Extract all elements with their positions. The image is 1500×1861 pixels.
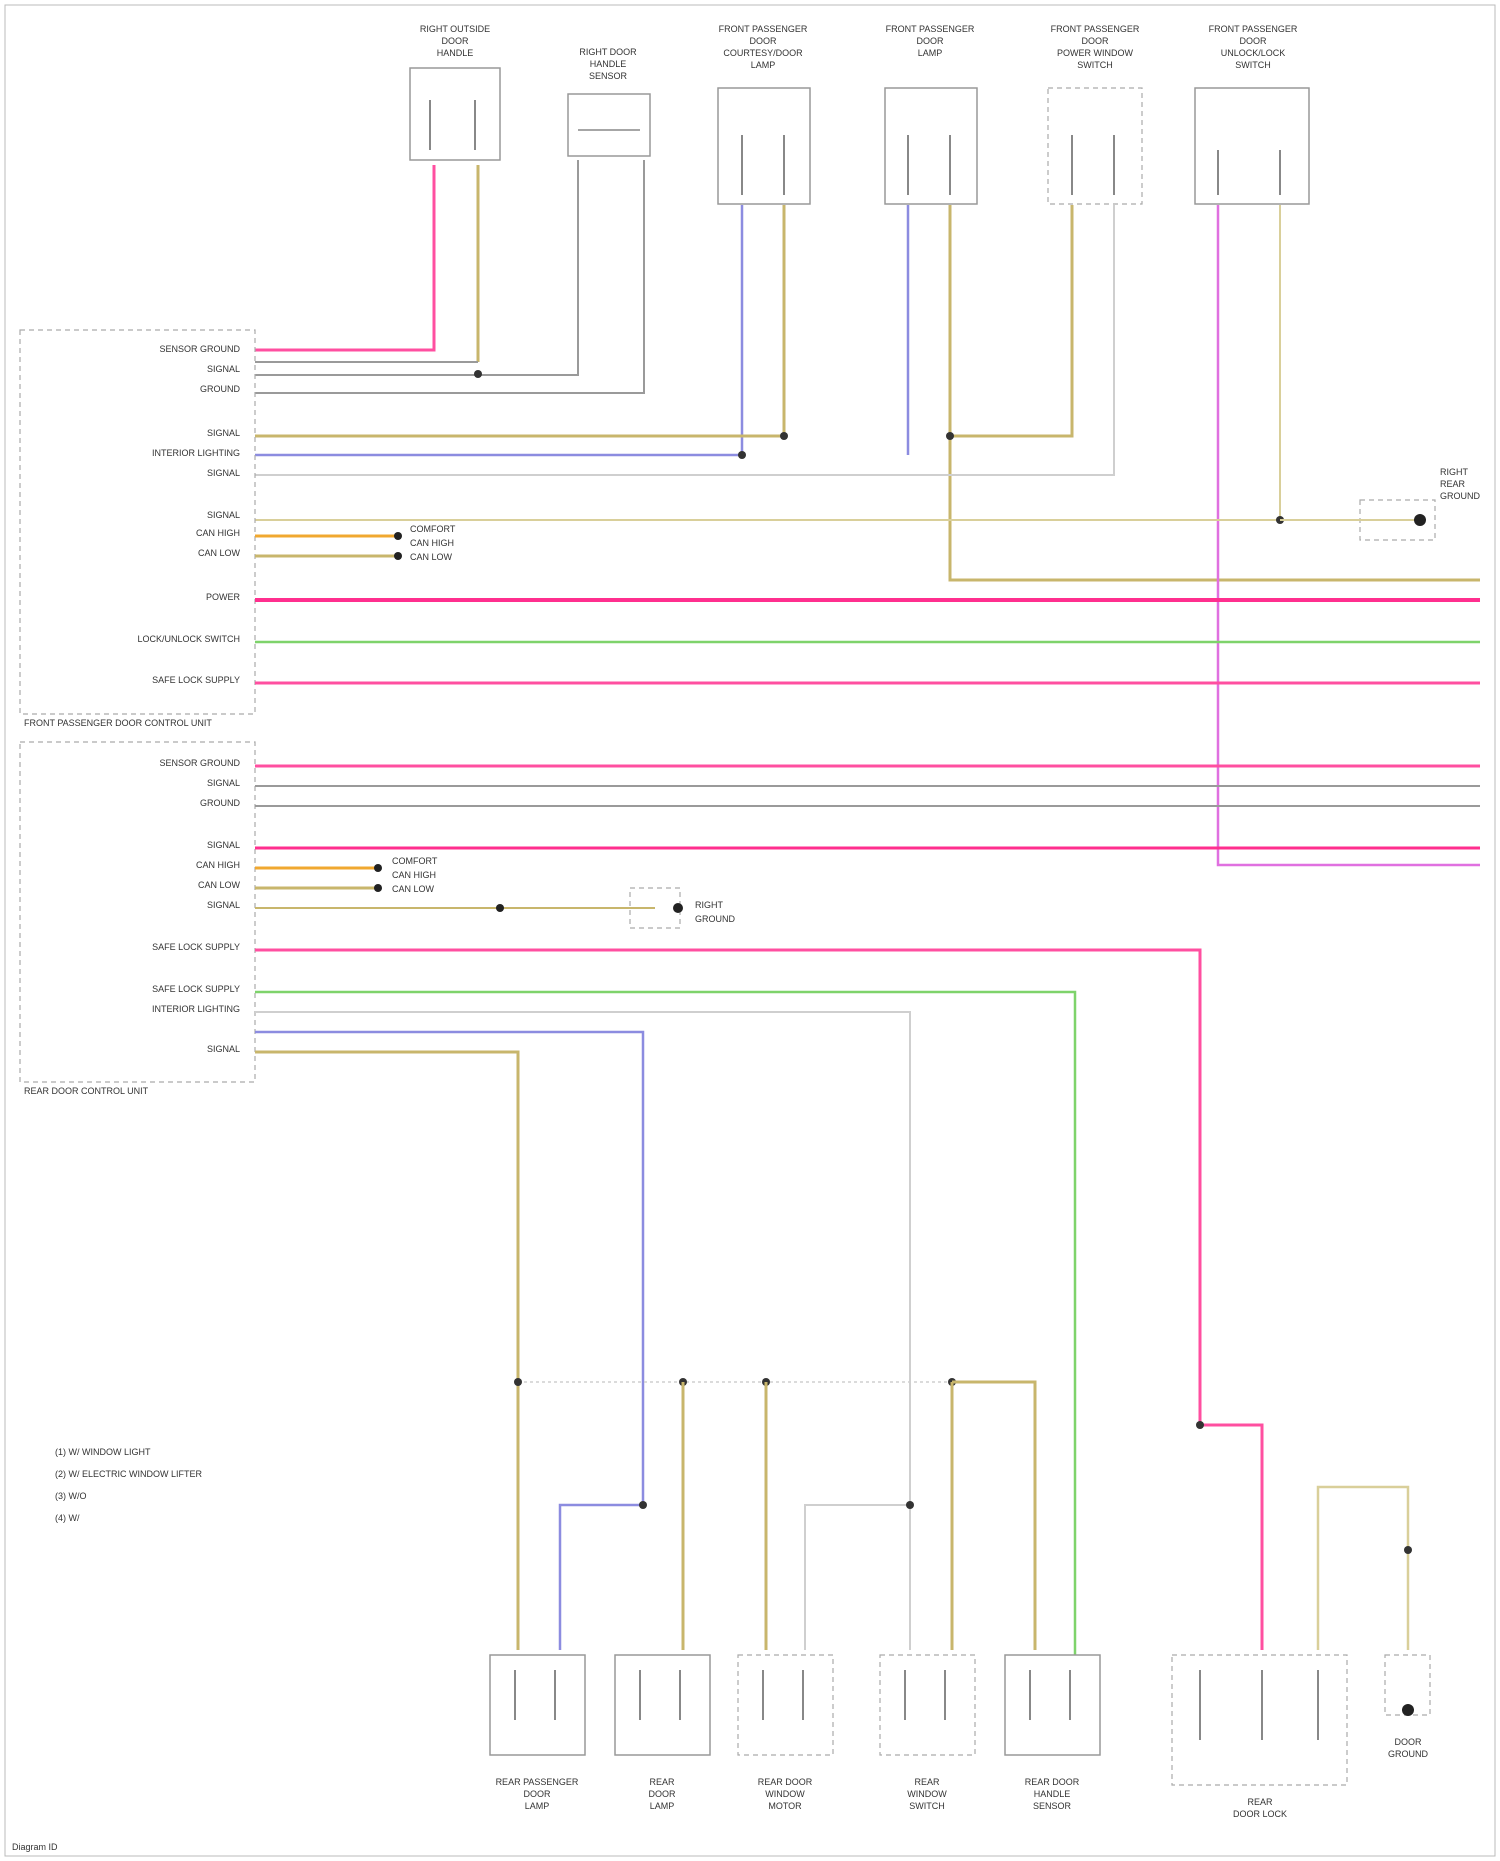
can-label-rear-1: COMFORT (392, 856, 438, 866)
front-pin-label-9: CAN LOW (198, 548, 241, 558)
top-component-3-name-2: DOOR (750, 36, 778, 46)
front-pin-label-12: SAFE LOCK SUPPLY (152, 675, 240, 685)
rear-pin-label-7: SIGNAL (207, 900, 240, 910)
can-label-front-3: CAN LOW (410, 552, 453, 562)
ground-label-2: REAR (1440, 479, 1466, 489)
top-component-5-name-4: SWITCH (1077, 60, 1113, 70)
bottom-component-2-name-2: DOOR (649, 1789, 677, 1799)
top-component-2-name-2: HANDLE (590, 59, 627, 69)
top-component-6-name: FRONT PASSENGER (1209, 24, 1298, 34)
can-label-rear-3: CAN LOW (392, 884, 435, 894)
legend-item-3: (3) W/O (55, 1491, 87, 1501)
top-component-1-name: RIGHT OUTSIDE (420, 24, 490, 34)
front-pin-label-3: GROUND (200, 384, 240, 394)
bottom-component-5-name: REAR DOOR (1025, 1777, 1080, 1787)
front-pin-label-10: POWER (206, 592, 241, 602)
front-pin-label-7: SIGNAL (207, 510, 240, 520)
bottom-component-3-name: REAR DOOR (758, 1777, 813, 1787)
top-component-2-name: RIGHT DOOR (579, 47, 637, 57)
rear-pin-label-6: CAN LOW (198, 880, 241, 890)
top-component-6-name-2: DOOR (1240, 36, 1268, 46)
bottom-component-2-name-3: LAMP (650, 1801, 675, 1811)
bottom-component-1-name-2: DOOR (524, 1789, 552, 1799)
rear-pin-label-3: GROUND (200, 798, 240, 808)
bottom-component-3: REAR DOOR WINDOW MOTOR (738, 1655, 833, 1811)
bottom-component-1: REAR PASSENGER DOOR LAMP (490, 1655, 585, 1811)
front-pin-label-5: INTERIOR LIGHTING (152, 448, 240, 458)
rear-pin-label-9: SAFE LOCK SUPPLY (152, 984, 240, 994)
can-label-front-1: COMFORT (410, 524, 456, 534)
ground-label-door-2: GROUND (695, 914, 735, 924)
bottom-component-6: REAR DOOR LOCK (1172, 1655, 1347, 1819)
ground-label-3: GROUND (1440, 491, 1480, 501)
bottom-component-5-name-2: HANDLE (1034, 1789, 1071, 1799)
legend-item-4: (4) W/ (55, 1513, 80, 1523)
legend-item-2: (2) W/ ELECTRIC WINDOW LIFTER (55, 1469, 202, 1479)
top-component-4-name-2: DOOR (917, 36, 945, 46)
top-component-3: FRONT PASSENGER DOOR COURTESY/DOOR LAMP (718, 24, 810, 204)
top-component-4-name-3: LAMP (918, 48, 943, 58)
bottom-component-4-name-2: WINDOW (907, 1789, 947, 1799)
top-component-5-name: FRONT PASSENGER (1051, 24, 1140, 34)
rear-pin-label-2: SIGNAL (207, 778, 240, 788)
can-label-front-2: CAN HIGH (410, 538, 454, 548)
front-door-control-unit: FRONT PASSENGER DOOR CONTROL UNIT SENSOR… (20, 330, 255, 728)
front-pin-label-8: CAN HIGH (196, 528, 240, 538)
top-component-1-name-3: HANDLE (437, 48, 474, 58)
legend-item-1: (1) W/ WINDOW LIGHT (55, 1447, 151, 1457)
top-component-3-name-4: LAMP (751, 60, 776, 70)
bottom-component-6-name: REAR (1247, 1797, 1273, 1807)
top-component-2-name-3: SENSOR (589, 71, 628, 81)
front-pin-label-2: SIGNAL (207, 364, 240, 374)
top-component-3-name-3: COURTESY/DOOR (723, 48, 803, 58)
top-component-1: RIGHT OUTSIDE DOOR HANDLE (410, 24, 500, 160)
top-component-6-name-4: SWITCH (1235, 60, 1271, 70)
top-component-3-name: FRONT PASSENGER (719, 24, 808, 34)
rear-pin-label-5: CAN HIGH (196, 860, 240, 870)
front-pin-label-1: SENSOR GROUND (159, 344, 240, 354)
front-pin-label-4: SIGNAL (207, 428, 240, 438)
bottom-component-1-name: REAR PASSENGER (496, 1777, 579, 1787)
bottom-component-3-name-2: WINDOW (765, 1789, 805, 1799)
top-component-5-name-2: DOOR (1082, 36, 1110, 46)
top-component-5: FRONT PASSENGER DOOR POWER WINDOW SWITCH (1048, 24, 1142, 204)
front-pin-label-11: LOCK/UNLOCK SWITCH (137, 634, 240, 644)
ground-label-1: RIGHT (1440, 467, 1469, 477)
bottom-component-2-name: REAR (649, 1777, 675, 1787)
rear-door-control-unit: REAR DOOR CONTROL UNIT SENSOR GROUND SIG… (20, 742, 255, 1096)
top-component-4: FRONT PASSENGER DOOR LAMP (885, 24, 977, 204)
rear-pin-label-1: SENSOR GROUND (159, 758, 240, 768)
top-component-6-name-3: UNLOCK/LOCK (1221, 48, 1286, 58)
rear-pin-label-8: SAFE LOCK SUPPLY (152, 942, 240, 952)
ground-label-door-1: RIGHT (695, 900, 724, 910)
bottom-component-5: REAR DOOR HANDLE SENSOR (1005, 1655, 1100, 1811)
front-pin-label-6: SIGNAL (207, 468, 240, 478)
bottom-component-4: REAR WINDOW SWITCH (880, 1655, 975, 1811)
legend: (1) W/ WINDOW LIGHT (2) W/ ELECTRIC WIND… (55, 1447, 202, 1523)
footer-diagram-id: Diagram ID (12, 1842, 58, 1852)
top-component-5-name-3: POWER WINDOW (1057, 48, 1133, 58)
bottom-component-4-name: REAR (914, 1777, 940, 1787)
rear-pin-label-4: SIGNAL (207, 840, 240, 850)
rear-pin-label-10: INTERIOR LIGHTING (152, 1004, 240, 1014)
bottom-component-5-name-3: SENSOR (1033, 1801, 1072, 1811)
top-component-2: RIGHT DOOR HANDLE SENSOR (568, 47, 650, 156)
bottom-component-7: DOOR GROUND (1385, 1655, 1430, 1759)
bottom-component-2: REAR DOOR LAMP (615, 1655, 710, 1811)
bottom-component-1-name-3: LAMP (525, 1801, 550, 1811)
bottom-component-3-name-3: MOTOR (768, 1801, 802, 1811)
top-component-1-name-2: DOOR (442, 36, 470, 46)
bottom-component-7-name: DOOR (1395, 1737, 1423, 1747)
bottom-component-7-name-2: GROUND (1388, 1749, 1428, 1759)
rear-pin-label-11: SIGNAL (207, 1044, 240, 1054)
bottom-component-6-name-2: DOOR LOCK (1233, 1809, 1287, 1819)
can-label-rear-2: CAN HIGH (392, 870, 436, 880)
rear-module-title: REAR DOOR CONTROL UNIT (24, 1086, 149, 1096)
top-component-4-name: FRONT PASSENGER (886, 24, 975, 34)
top-component-6: FRONT PASSENGER DOOR UNLOCK/LOCK SWITCH (1195, 24, 1309, 204)
bottom-component-4-name-3: SWITCH (909, 1801, 945, 1811)
front-module-title: FRONT PASSENGER DOOR CONTROL UNIT (24, 718, 212, 728)
ground-symbol-right-rear: RIGHT REAR GROUND (1280, 467, 1480, 540)
